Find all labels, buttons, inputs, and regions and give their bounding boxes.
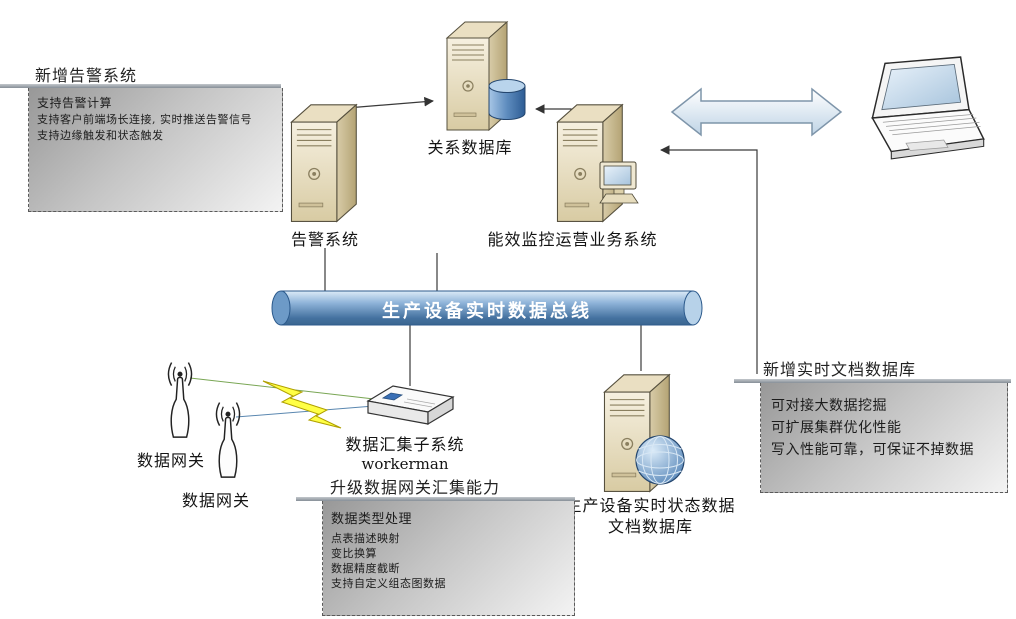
server-alarm-icon [290, 104, 357, 223]
antenna-gateway-1-icon [167, 361, 193, 438]
wireless-link-line-2 [235, 405, 375, 418]
label-business-system: 能效监控运营业务系统 [487, 230, 658, 249]
annotation-gateway-line-1: 数据类型处理 [331, 512, 413, 527]
annotation-gateway-box: 数据类型处理 点表描述映射 变比换算 数据精度截断 支持自定义组态图数据 [322, 501, 575, 616]
data-bus-pipe-icon [271, 290, 703, 326]
label-data-bus: 生产设备实时数据总线 [382, 301, 592, 322]
label-document-db-line2: 文档数据库 [607, 517, 693, 536]
annotation-gateway-rule [296, 497, 575, 501]
annotation-alarm-title: 新增告警系统 [35, 66, 138, 85]
connector-docdb-to-business-arrow [660, 145, 758, 374]
annotation-docdb-line-1: 可对接大数据挖掘 [771, 398, 887, 414]
server-business-icon [556, 104, 639, 223]
annotation-docdb-box: 可对接大数据挖掘 可扩展集群优化性能 写入性能可靠，可保证不掉数据 [760, 383, 1008, 493]
server-relational-db-icon [446, 21, 526, 131]
annotation-docdb-title: 新增实时文档数据库 [763, 360, 917, 379]
double-arrow-icon [670, 87, 843, 137]
annotation-docdb-line-2: 可扩展集群优化性能 [771, 420, 902, 436]
server-document-db-icon [603, 374, 685, 493]
laptop-icon [871, 56, 985, 160]
annotation-alarm-line-3: 支持边缘触发和状态触发 [37, 129, 164, 142]
annotation-alarm-line-1: 支持告警计算 [37, 96, 113, 110]
monitor-icon [599, 161, 639, 204]
annotation-alarm-rule [0, 84, 281, 88]
annotation-docdb-line-3: 写入性能可靠，可保证不掉数据 [771, 442, 974, 458]
annotation-gateway-line-4: 数据精度截断 [331, 562, 400, 575]
annotation-alarm-box: 支持告警计算 支持客户前端场长连接, 实时推送告警信号 支持边缘触发和状态触发 [28, 88, 283, 212]
globe-icon [635, 435, 685, 485]
label-gateway-2: 数据网关 [181, 491, 250, 510]
annotation-gateway-line-2: 点表描述映射 [331, 532, 400, 545]
annotation-gateway-title: 升级数据网关汇集能力 [330, 478, 501, 497]
collector-device-icon [366, 385, 455, 426]
connector-alarm-to-reldb-arrow [346, 96, 434, 109]
label-collector: 数据汇集子系统 [345, 435, 465, 454]
label-alarm-system: 告警系统 [290, 230, 359, 249]
label-relational-db: 关系数据库 [427, 138, 513, 157]
annotation-alarm-line-2: 支持客户前端场长连接, 实时推送告警信号 [37, 113, 252, 126]
label-document-db-line1: 生产设备实时状态数据 [565, 496, 736, 515]
annotation-docdb-rule [734, 379, 1011, 383]
label-gateway-1: 数据网关 [136, 451, 205, 470]
annotation-gateway-line-3: 变比换算 [331, 547, 377, 560]
annotation-gateway-line-5: 支持自定义组态图数据 [331, 577, 446, 590]
lightning-bolt-icon [262, 380, 342, 429]
label-document-db: 生产设备实时状态数据 文档数据库 [548, 495, 753, 537]
label-collector-sub: workerman [361, 455, 449, 473]
database-cylinder-icon [488, 79, 526, 120]
